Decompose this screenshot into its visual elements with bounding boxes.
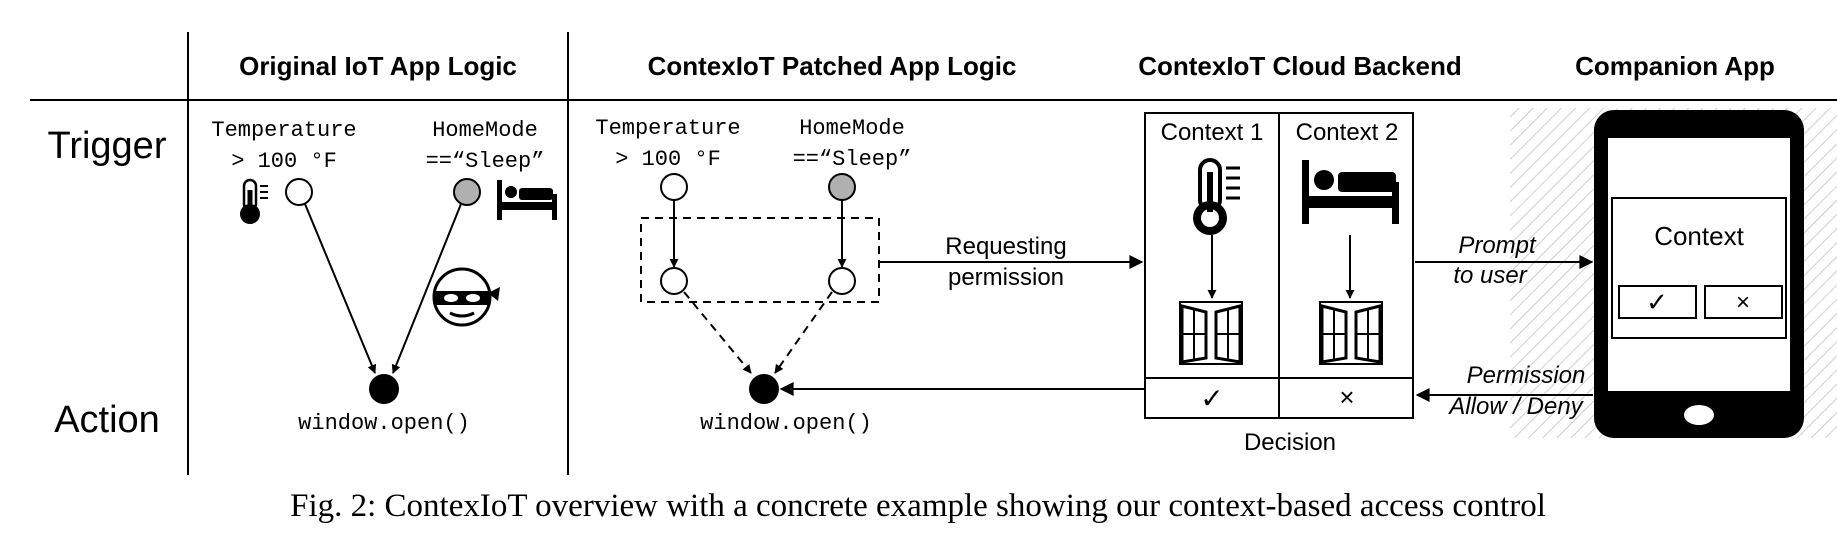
decision2-symbol: × — [1339, 382, 1354, 412]
context-prompt-title: Context — [1654, 221, 1744, 251]
orig-temp-cond: > 100 °F — [231, 149, 337, 174]
patched-mode-cond: ==“Sleep” — [793, 147, 912, 172]
context2-label: Context 2 — [1296, 119, 1399, 146]
context1-label: Context 1 — [1161, 119, 1264, 146]
prompt-label-2: to user — [1453, 262, 1527, 289]
decision1-symbol: ✓ — [1200, 383, 1223, 414]
original-app-logic: Temperature > 100 °F HomeMode ==“Sleep” … — [211, 118, 557, 436]
header-original: Original IoT App Logic — [239, 51, 517, 81]
orig-temp-node — [285, 178, 313, 206]
header-cloud: ContexIoT Cloud Backend — [1138, 51, 1462, 81]
decision-label: Decision — [1244, 429, 1336, 456]
thermometer-icon — [240, 178, 268, 224]
requesting-label-1: Requesting — [945, 233, 1066, 260]
attacker-mask-icon — [432, 267, 500, 327]
orig-mode-node — [453, 178, 481, 206]
patched-mode-label: HomeMode — [799, 116, 905, 141]
allow-button[interactable] — [1618, 285, 1697, 319]
row-trigger-label: Trigger — [48, 125, 167, 167]
orig-action-node — [369, 374, 399, 404]
orig-arrow-mode — [391, 203, 462, 374]
deny-symbol: × — [1736, 289, 1750, 316]
patched-action-label: window.open() — [700, 411, 872, 436]
bed-icon-large — [1302, 160, 1399, 224]
patched-temp-proxy-node — [660, 267, 688, 295]
bed-icon — [497, 180, 557, 220]
patched-mode-proxy-node — [828, 267, 856, 295]
orig-temp-label: Temperature — [211, 118, 356, 143]
figure-caption: Fig. 2: ContexIoT overview with a concre… — [290, 488, 1546, 524]
patched-temp-cond: > 100 °F — [615, 147, 721, 172]
patched-action-node — [749, 374, 779, 404]
patched-dashed-arrow-mode — [774, 291, 833, 374]
patched-dashed-arrow-temp — [683, 291, 752, 374]
allow-symbol: ✓ — [1646, 287, 1668, 317]
patched-temp-label: Temperature — [595, 116, 740, 141]
companion-app: Prompt to user Permission Allow / Deny C… — [1415, 108, 1837, 438]
permission-label-2: Allow / Deny — [1447, 393, 1584, 420]
patched-app-logic: Temperature > 100 °F HomeMode ==“Sleep” … — [595, 116, 1144, 436]
row-action-label: Action — [54, 399, 160, 441]
orig-arrow-temp — [304, 203, 377, 374]
header-patched: ContexIoT Patched App Logic — [648, 51, 1017, 81]
thermometer-icon-large — [1193, 158, 1240, 235]
requesting-label-2: permission — [948, 264, 1064, 291]
patched-temp-node — [660, 173, 688, 201]
orig-mode-label: HomeMode — [432, 118, 538, 143]
orig-mode-cond: ==“Sleep” — [426, 149, 545, 174]
deny-button[interactable] — [1704, 285, 1783, 319]
window-icon-1 — [1179, 301, 1243, 365]
prompt-label-1: Prompt — [1458, 232, 1537, 259]
orig-action-label: window.open() — [298, 411, 470, 436]
header-companion: Companion App — [1575, 51, 1775, 81]
interception-box — [640, 217, 880, 303]
patched-mode-node — [828, 173, 856, 201]
permission-label-1: Permission — [1467, 362, 1586, 389]
window-icon-2 — [1319, 301, 1383, 365]
phone-home-button — [1684, 405, 1714, 425]
cloud-backend: Context 1 Context 2 — [1144, 112, 1414, 456]
